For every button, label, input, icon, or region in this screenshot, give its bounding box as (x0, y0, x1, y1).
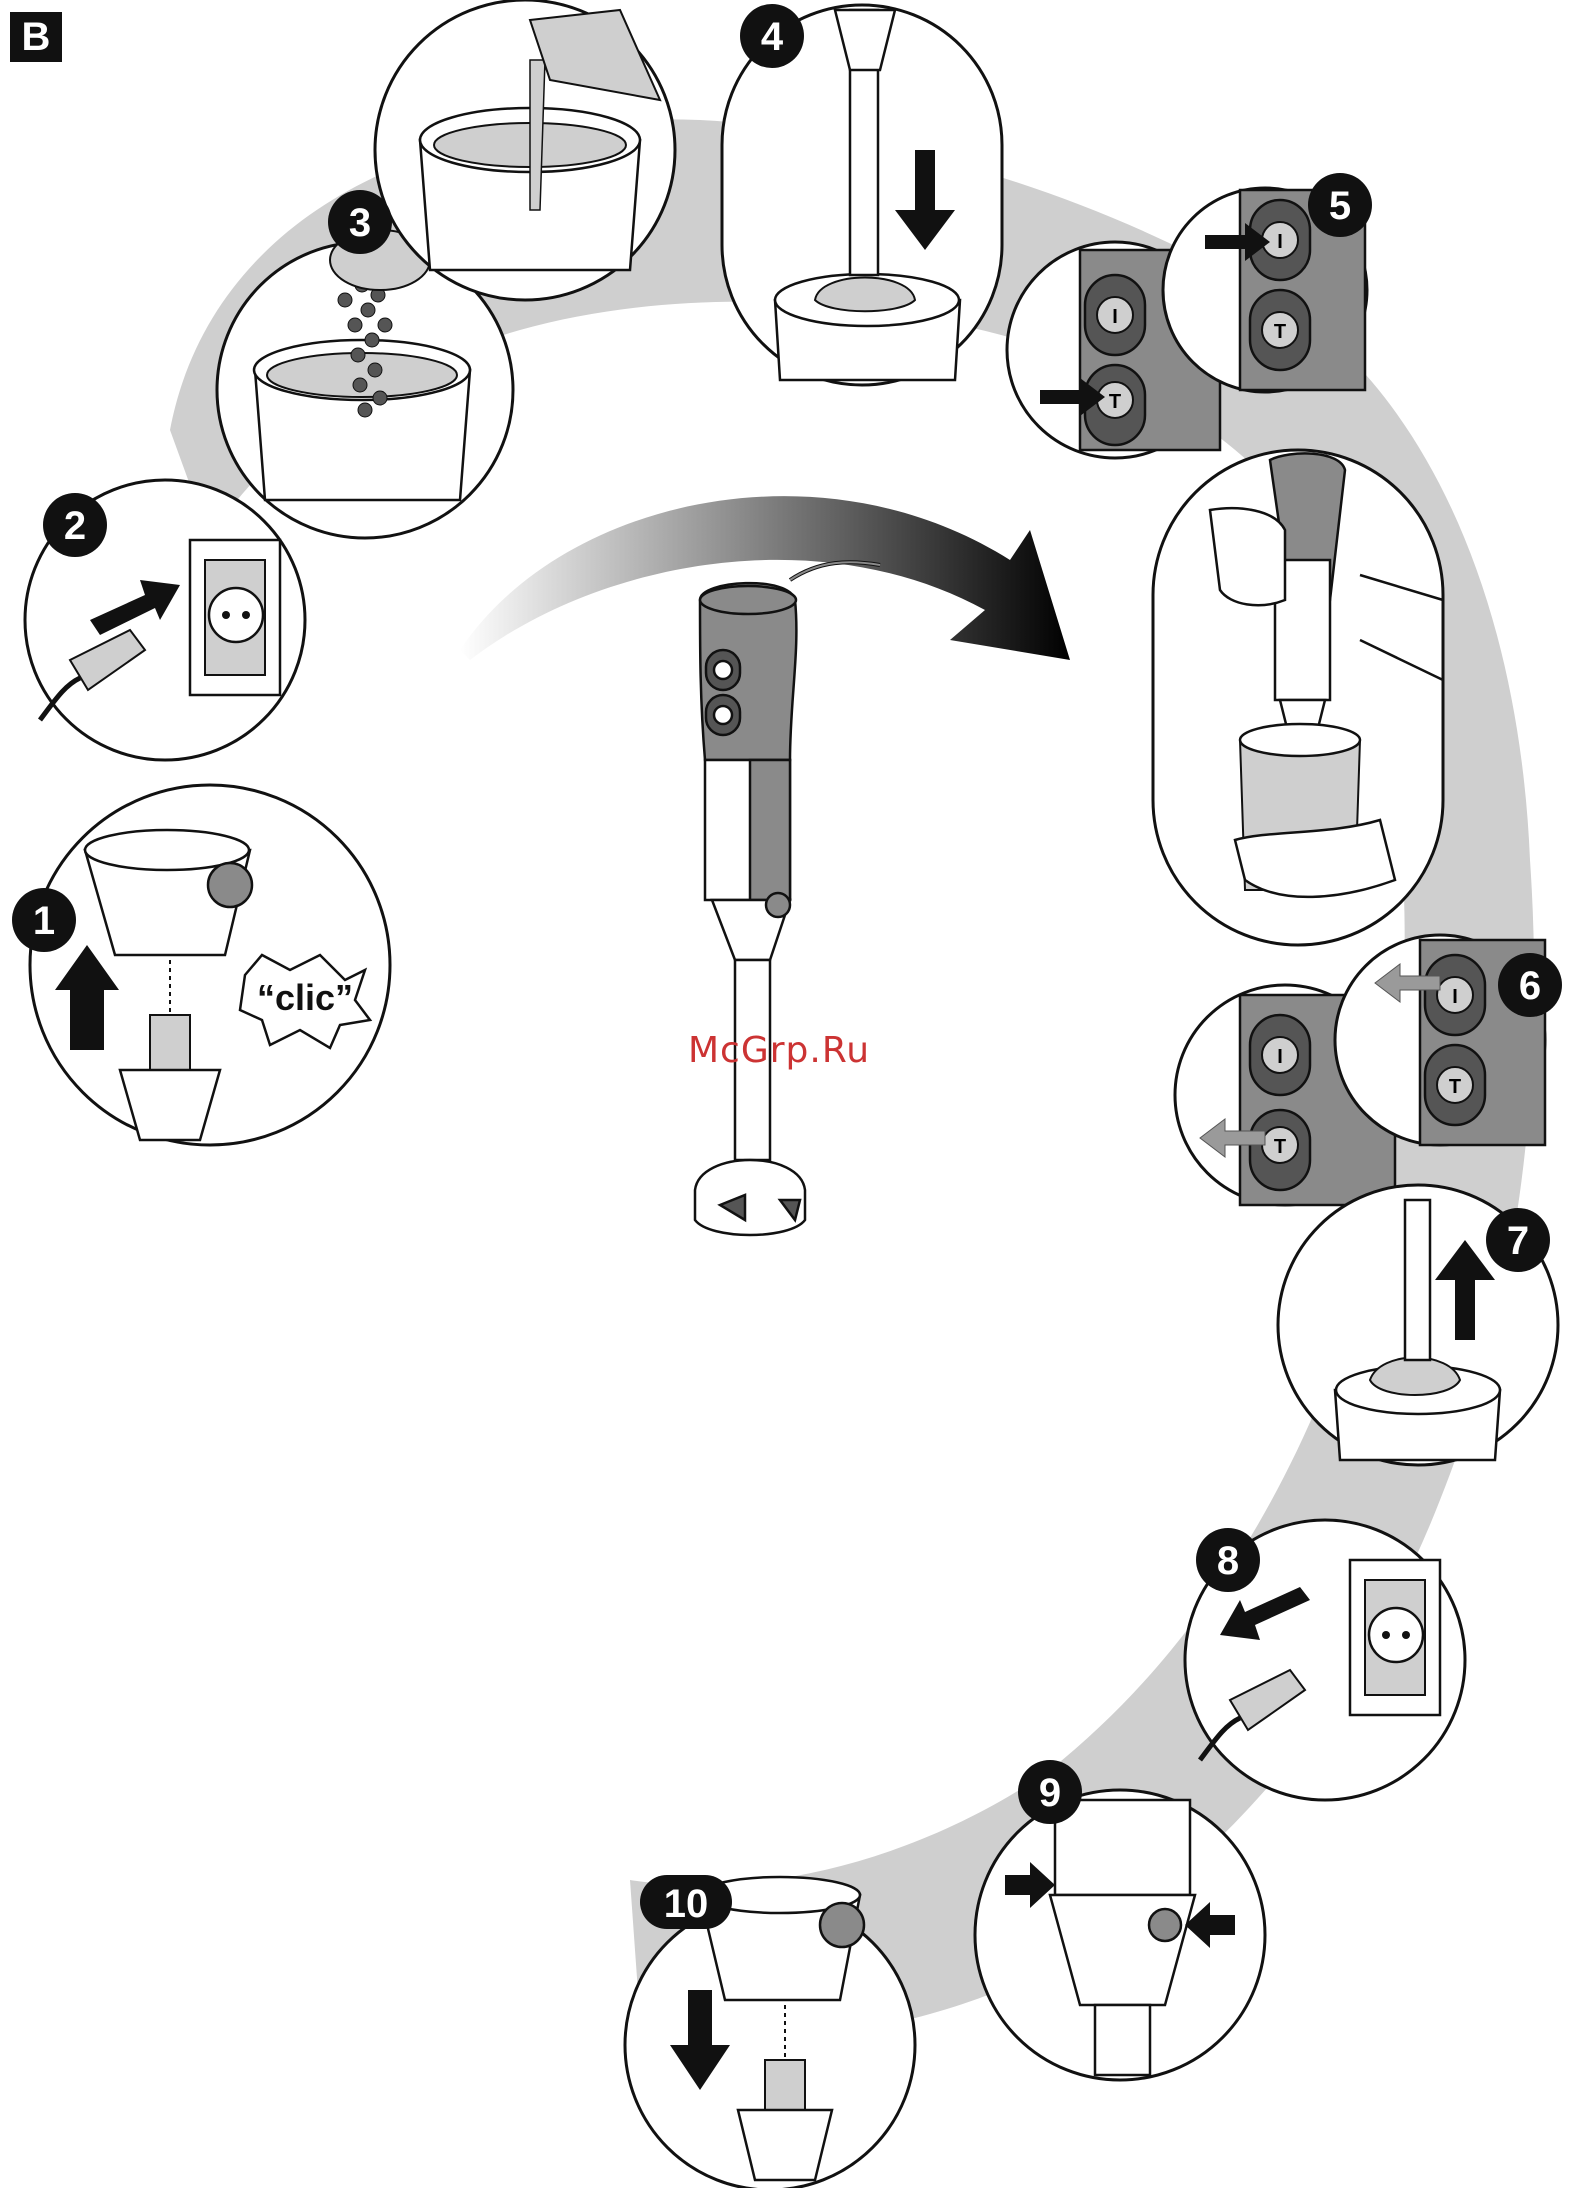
step-10-number: 10 (664, 1882, 709, 1926)
step-1-number: 1 (33, 899, 55, 943)
blending-illustration (1153, 450, 1443, 945)
step-3-number: 3 (349, 201, 371, 245)
on-button-symbol-c: I (1277, 1046, 1283, 1068)
step-8-number: 8 (1217, 1539, 1239, 1583)
hand-blender (695, 562, 880, 1235)
step-3b-illustration (375, 0, 675, 300)
step-5-number: 5 (1329, 184, 1351, 228)
clic-label: “clic” (257, 977, 353, 1018)
watermark: McGrp.Ru (688, 1030, 870, 1071)
turbo-button-symbol-c: T (1274, 1136, 1286, 1158)
step-1-illustration (30, 785, 390, 1145)
on-button-symbol: I (1112, 306, 1118, 328)
step-2-number: 2 (64, 504, 86, 548)
step-4-number: 4 (761, 15, 784, 59)
step-9-illustration (975, 1790, 1265, 2080)
on-button-symbol-d: I (1452, 986, 1458, 1008)
turbo-button-symbol: T (1109, 391, 1121, 413)
step-6-number: 6 (1519, 964, 1541, 1008)
step-9-number: 9 (1039, 1771, 1061, 1815)
on-button-symbol-b: I (1277, 231, 1283, 253)
step-7-number: 7 (1507, 1219, 1529, 1263)
turbo-button-symbol-b: T (1274, 321, 1286, 343)
section-label: B (10, 12, 62, 62)
turbo-button-symbol-d: T (1449, 1076, 1461, 1098)
